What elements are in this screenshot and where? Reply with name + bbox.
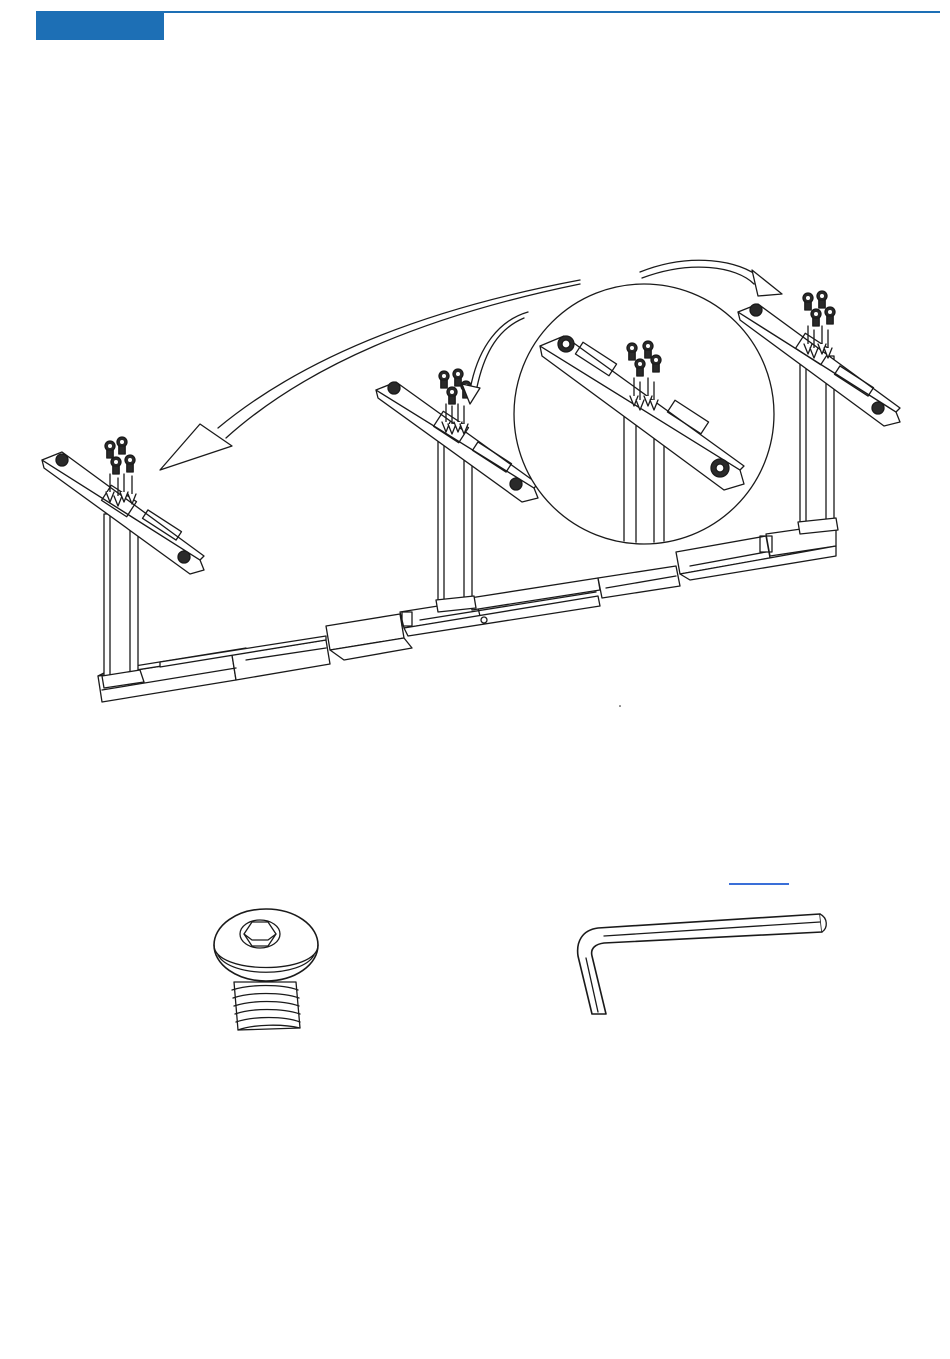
left-leg: [102, 514, 144, 688]
magnified-detail-circle: [514, 284, 774, 550]
middle-screws: [439, 369, 471, 434]
link-underline[interactable]: [729, 883, 789, 885]
stray-dot: [619, 705, 621, 707]
right-screws: [803, 291, 835, 358]
hex-socket-screw-icon: [214, 909, 318, 1030]
allen-key-icon: [578, 914, 827, 1014]
